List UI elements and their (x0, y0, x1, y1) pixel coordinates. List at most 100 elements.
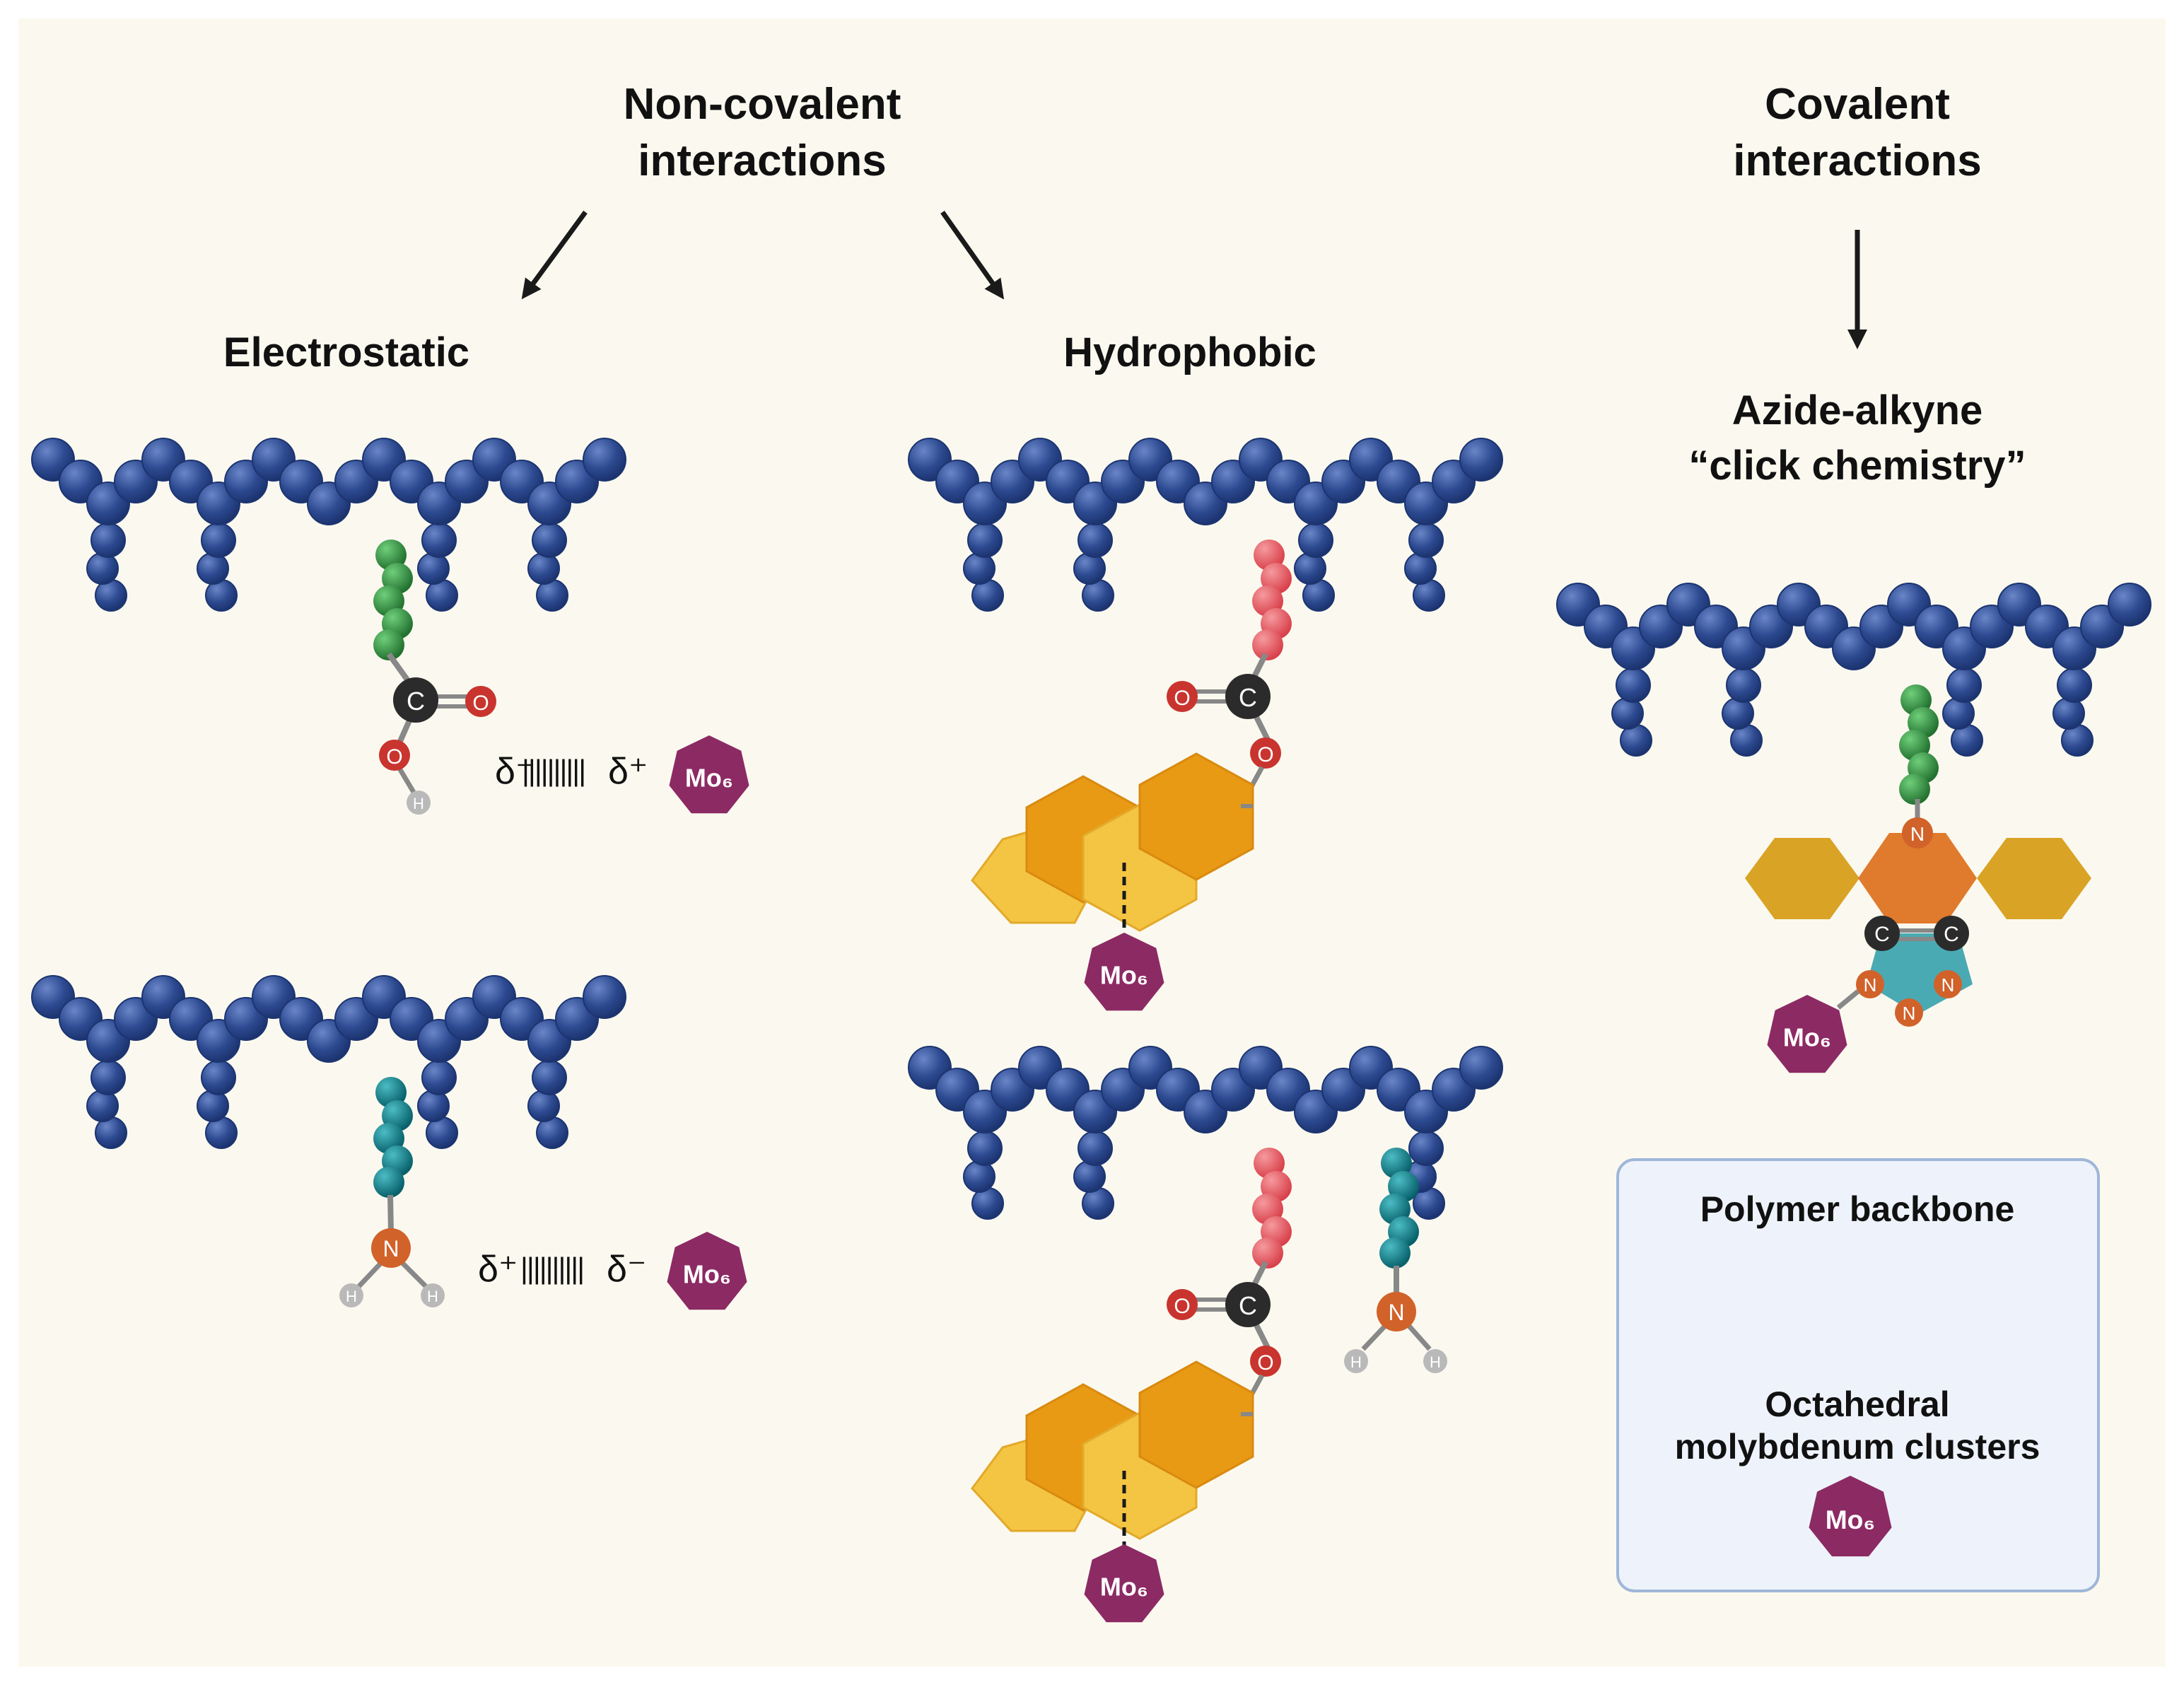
oxygen-atom-label: O (1257, 1351, 1273, 1375)
heading-covalent-line1: Covalent (1765, 80, 1950, 129)
backbone-bead (86, 552, 119, 585)
carbon-atom-label: C (1944, 923, 1959, 946)
backbone-bead (1459, 1046, 1503, 1090)
mo6-label: Mo₆ (1100, 961, 1148, 990)
nitrogen-atom-label: N (1941, 974, 1955, 996)
acid-group-electrostatic: C O O H (373, 540, 496, 815)
nitrogen-atom (1895, 998, 1923, 1027)
carbon-atom (393, 677, 438, 723)
hydrogen-atom (1344, 1349, 1368, 1373)
backbone-bead (1078, 1131, 1113, 1166)
heading-noncovalent-line2: interactions (638, 136, 886, 185)
mo6-heptagon (667, 1232, 747, 1310)
linker-bead (373, 1167, 404, 1198)
amine-group-hydrophobic-2: N H H (1344, 1148, 1447, 1373)
nitrogen-atom (1934, 970, 1962, 998)
mo6-cluster-hydrophobic-2: Mo₆ (1084, 1544, 1164, 1623)
linker-bead (1899, 774, 1930, 805)
heading-click-line1: Azide-alkyne (1732, 387, 1983, 433)
green-linker-click (1899, 684, 1939, 805)
heading-noncovalent-line1: Non-covalent (624, 80, 901, 129)
hydrogen-atom (1423, 1349, 1447, 1373)
backbone-bead (1404, 552, 1437, 585)
linker-bead (1254, 540, 1285, 571)
backbone-bead (2052, 697, 2085, 730)
backbone-bead (1726, 667, 1761, 703)
linker-bead (1252, 629, 1283, 660)
ester-group-hydrophobic-2: C O O (1167, 1148, 1292, 1416)
carbon-atom (1934, 916, 1969, 951)
teal-linker-hydrophobic-2 (1379, 1148, 1419, 1269)
click-chemistry-group: N C C N N N (1745, 684, 2091, 1027)
legend-clusters-line1: Octahedral (1765, 1384, 1949, 1424)
legend-box (1616, 1158, 2100, 1592)
click-side-ring-right (1977, 838, 2091, 919)
linker-bead (1379, 1237, 1411, 1269)
nitrogen-atom (1856, 970, 1884, 998)
hydrogen-atom-label: H (413, 795, 424, 812)
backbone-bead (417, 552, 450, 585)
backbone-bead (197, 552, 229, 585)
amine-group-electrostatic: N H H (339, 1077, 445, 1307)
backbone-bead (197, 1090, 229, 1122)
mo6-heptagon (1809, 1476, 1892, 1557)
oxygen-atom (1167, 1289, 1198, 1320)
mo6-cluster-legend-icon: Mo₆ (1809, 1476, 1892, 1557)
mo6-cluster-hydrophobic-1: Mo₆ (1084, 933, 1164, 1011)
heading-electrostatic: Electrostatic (223, 330, 469, 375)
linker-bead (1252, 1237, 1283, 1269)
oxygen-atom (1250, 1346, 1281, 1377)
nitrogen-atom-label: N (1388, 1300, 1404, 1325)
backbone-bead (1408, 1131, 1444, 1166)
backbone-bead (1946, 667, 1982, 703)
nitrogen-atom (1377, 1292, 1416, 1331)
delta-plus-label: δ⁺ (608, 751, 648, 792)
backbone-bead (2108, 583, 2151, 626)
oxygen-atom-label: O (1174, 687, 1190, 710)
backbone-bead (1408, 523, 1444, 558)
click-side-ring-left (1745, 838, 1859, 919)
teal-linker-amine (373, 1077, 413, 1198)
backbone-bead (527, 552, 560, 585)
backbone-bead (421, 1060, 457, 1095)
mo6-label: Mo₆ (685, 764, 733, 793)
steroid-rings-2 (971, 1360, 1254, 1556)
oxygen-atom-label: O (472, 692, 489, 715)
carbon-atom (1864, 916, 1900, 951)
nitrogen-atom-label: N (1903, 1003, 1916, 1024)
carbon-atom-label: C (1239, 1291, 1257, 1320)
nitrogen-atom (371, 1228, 411, 1268)
interaction-line: |||||||||| (522, 754, 585, 787)
delta-minus-label: δ⁻ (495, 751, 535, 792)
hydrogen-atom (339, 1283, 363, 1307)
ester-group-hydrophobic-1: C O O (1167, 540, 1292, 807)
hydrogen-atom-label: H (1350, 1353, 1362, 1371)
backbone-bead (1073, 1160, 1106, 1193)
legend-clusters-line2: molybdenum clusters (1675, 1427, 2040, 1467)
mo6-label: Mo₆ (1826, 1505, 1876, 1534)
backbone-bead (201, 523, 236, 558)
backbone-bead (1459, 438, 1503, 482)
interaction-line: |||||||||| (520, 1252, 583, 1285)
mo6-heptagon (1767, 995, 1847, 1073)
backbone-bead (1942, 697, 1975, 730)
oxygen-atom-label: O (1174, 1295, 1190, 1318)
mo6-cluster-click: Mo₆ (1767, 995, 1847, 1073)
hydrogen-atom (407, 791, 431, 815)
hydrogen-atom (421, 1283, 445, 1307)
click-center-ring (1858, 833, 1977, 923)
oxygen-atom-label: O (386, 745, 402, 769)
backbone-bead (1294, 552, 1326, 585)
backbone-bead (417, 1090, 450, 1122)
hydrogen-atom-label: H (1430, 1353, 1441, 1371)
mo6-cluster-electrostatic-1: Mo₆ (669, 735, 749, 814)
backbone-bead (201, 1060, 236, 1095)
carbon-atom-label: C (1874, 923, 1890, 946)
backbone-bead (1078, 523, 1113, 558)
mo6-label: Mo₆ (1783, 1023, 1831, 1052)
backbone-bead (2057, 667, 2092, 703)
nitrogen-atom (1902, 817, 1933, 849)
backbone-bead (583, 438, 626, 482)
legend-backbone-label: Polymer backbone (1700, 1189, 2015, 1229)
